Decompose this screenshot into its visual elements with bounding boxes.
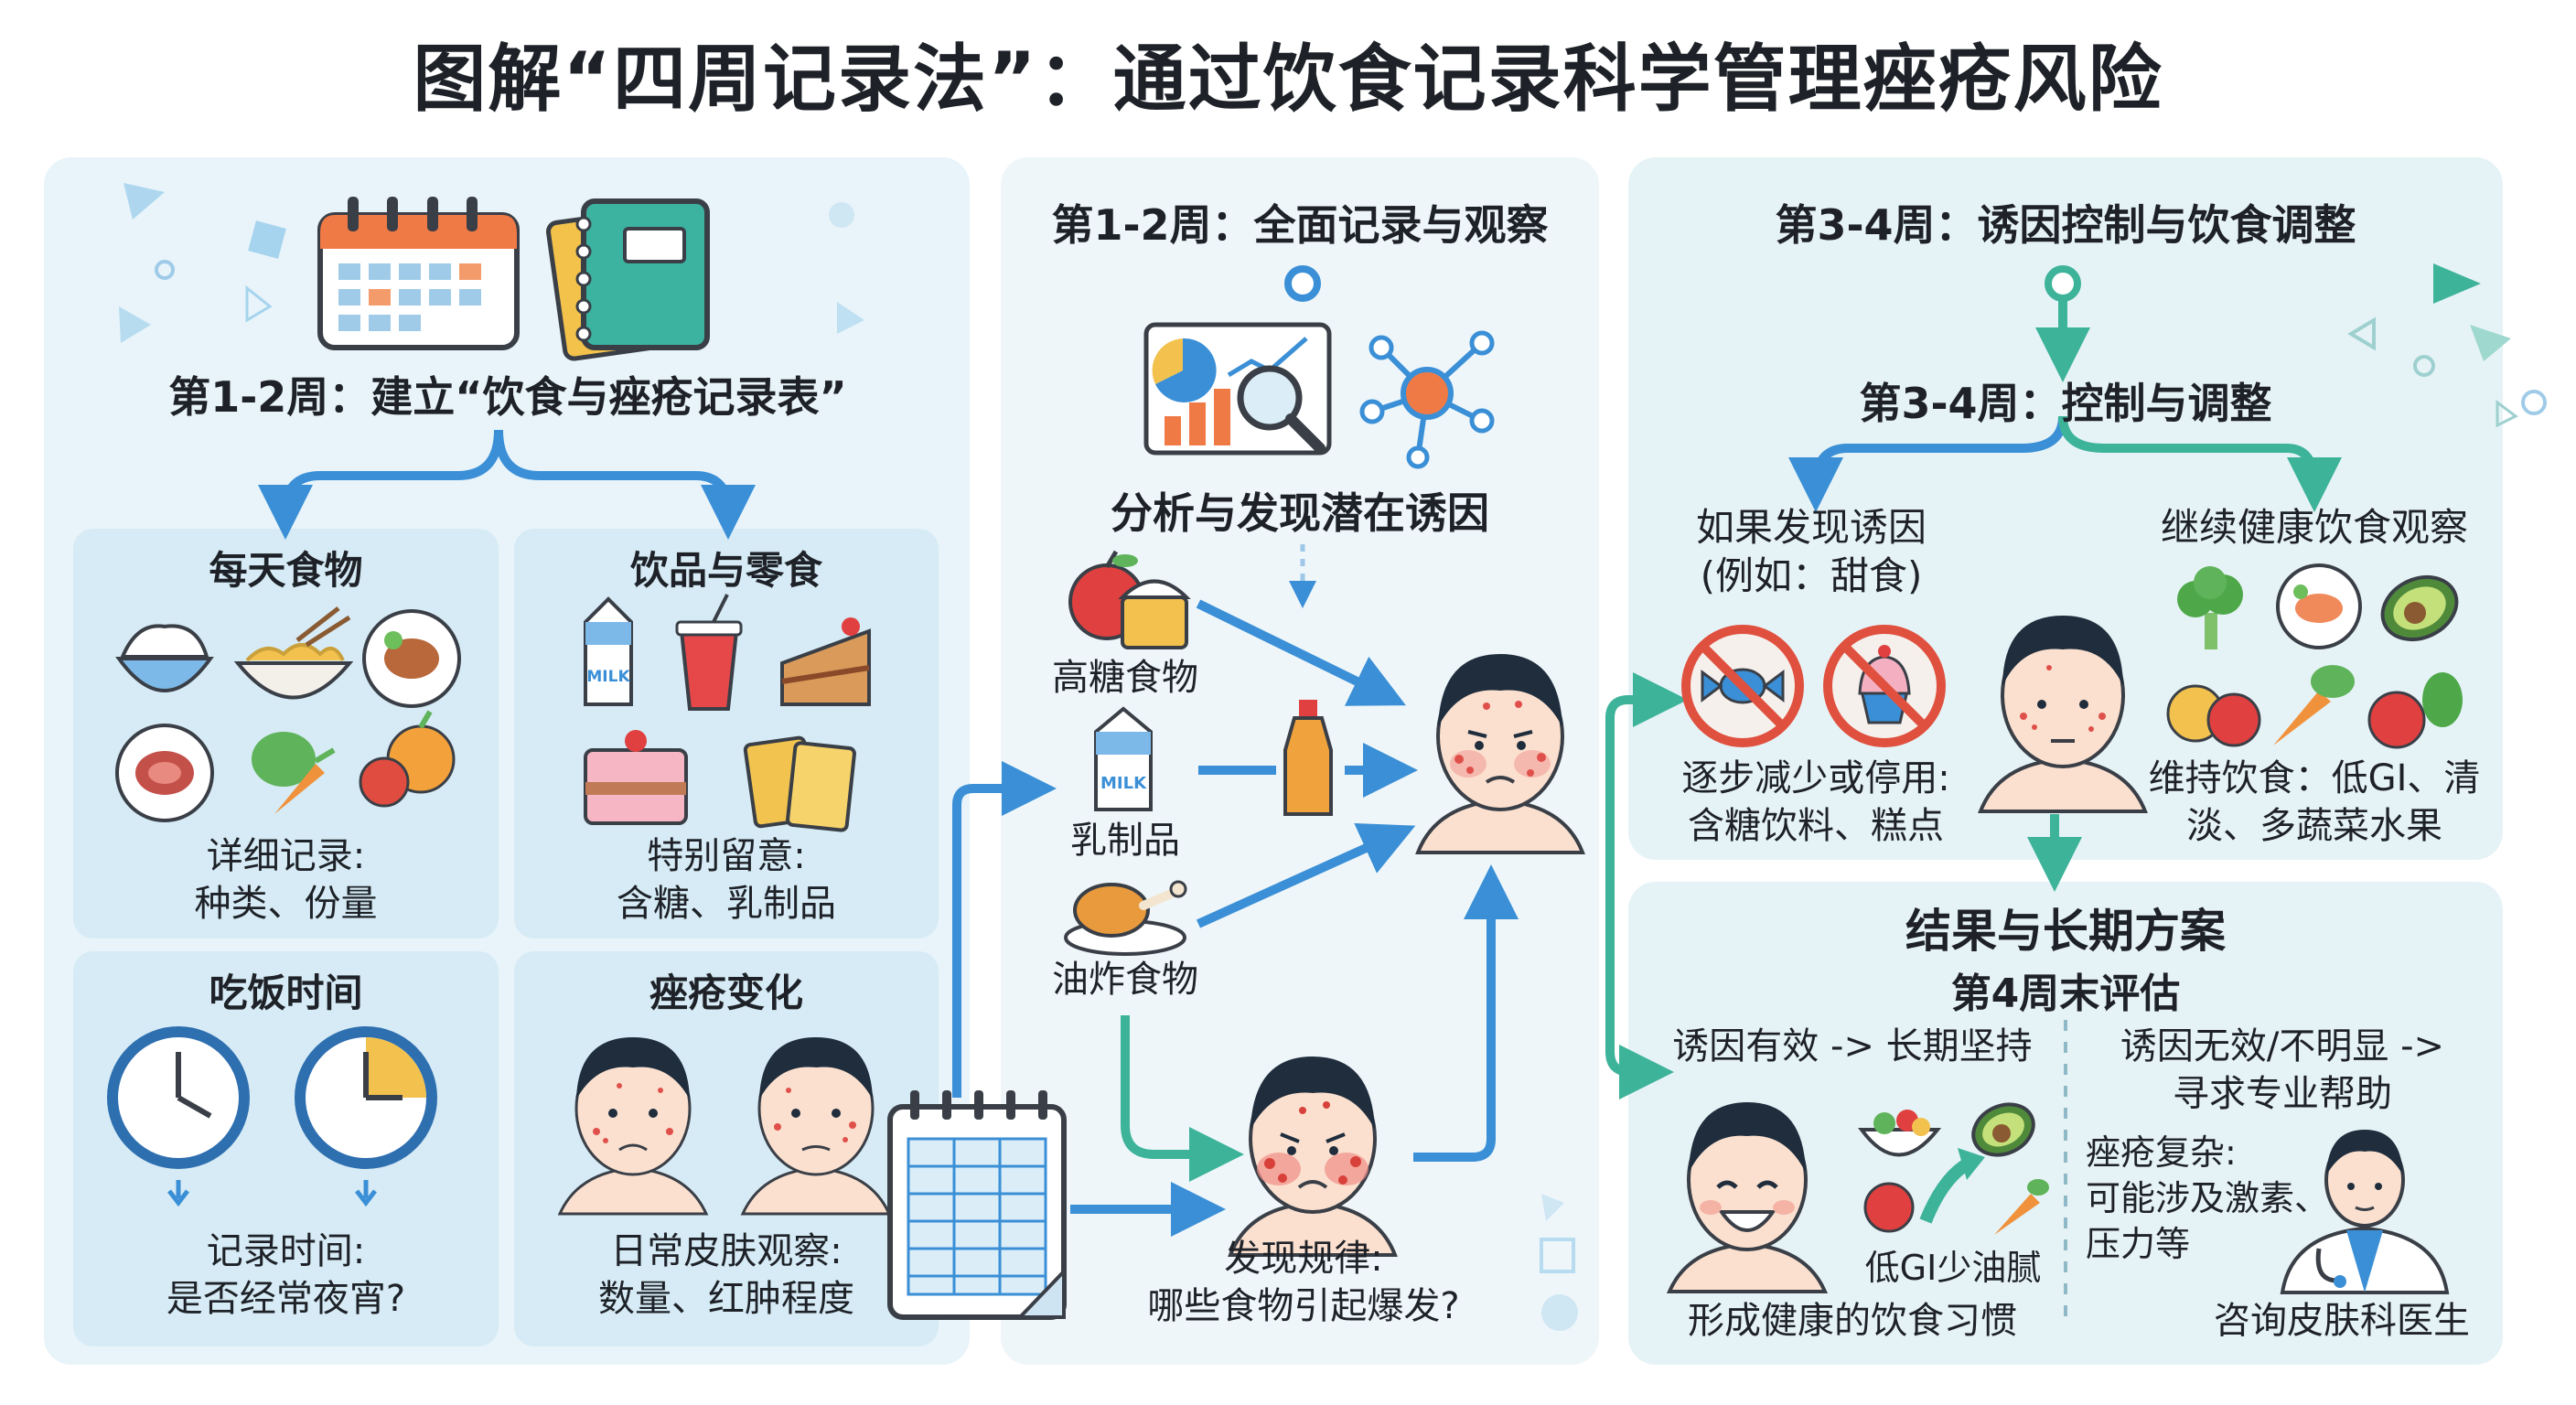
effective-text: 诱因有效 -> 长期坚持 (1672, 1025, 2033, 1067)
branch-a-line-1: 如果发现诱因 (1695, 505, 1927, 550)
meal-time-title: 吃饭时间 (209, 971, 363, 1015)
happy-face-icon (1666, 1102, 1829, 1293)
avocado-icon-2 (1971, 1102, 2035, 1157)
face-acne-icon-2 (740, 1037, 892, 1216)
food-label-sugar: 高糖食物 (1052, 657, 1198, 699)
decorative-shapes-left-2 (829, 202, 864, 334)
milk-label-2: MILK (1100, 774, 1147, 793)
middle-heading: 第1-2周：全面记录与观察 (1051, 200, 1549, 250)
food-label-dairy: 乳制品 (1070, 820, 1180, 862)
carrot-icon (1994, 1179, 2049, 1235)
drinks-snacks-icons: MILK (584, 594, 871, 832)
sugar-food-icon (1068, 550, 1191, 649)
carrot-greens-icon (2273, 665, 2355, 745)
daily-food-title: 每天食物 (209, 548, 363, 593)
complex-line-3: 压力等 (2086, 1224, 2191, 1264)
chicken-plate-icon (362, 609, 461, 708)
habit-text: 形成健康的饮食习惯 (1688, 1300, 2017, 1342)
ban-sweets-icons (1681, 625, 1946, 747)
daily-food-note-2: 种类、份量 (194, 883, 378, 925)
record-sheet-icon (887, 1090, 1067, 1320)
acne-faces-icons (557, 1037, 892, 1216)
acne-change-note-1: 日常皮肤观察: (610, 1230, 843, 1272)
food-label-fried: 油炸食物 (1052, 959, 1198, 1001)
calendar-icon (317, 197, 520, 350)
face-acne-icon-1 (557, 1037, 709, 1216)
steak-plate-icon (115, 724, 214, 822)
complex-line-2: 可能涉及激素、 (2086, 1178, 2330, 1218)
strawberry-cake-icon (584, 730, 688, 825)
page-title: 图解“四周记录法”：通过饮食记录科学管理痤疮风险 (413, 37, 2163, 122)
meal-time-note-2: 是否经常夜宵? (166, 1278, 406, 1320)
clock-icon-1 (107, 1026, 250, 1169)
fruits-icon (359, 710, 456, 808)
fruit-mix-icon (2166, 684, 2261, 747)
doctor-icon (2280, 1130, 2450, 1294)
daily-food-note-1: 详细记录: (206, 835, 366, 877)
salmon-plate-icon (2276, 563, 2362, 649)
acne-face-icon-right (1978, 616, 2148, 813)
pattern-note-1: 发现规律: (1224, 1238, 1383, 1280)
branch-b-title: 继续健康饮食观察 (2160, 505, 2468, 550)
doctor-text: 咨询皮肤科医生 (2214, 1300, 2470, 1342)
branch-a-line-2: (例如：甜食) (1700, 553, 1923, 598)
results-sub-heading: 第4周末评估 (1950, 971, 2181, 1017)
branch-b-note-2: 淡、多蔬菜水果 (2186, 805, 2442, 847)
ineffective-line-2: 寻求专业帮助 (2173, 1073, 2392, 1115)
acne-face-icon-large (1415, 654, 1585, 854)
right-sub-heading: 第3-4周：控制与调整 (1859, 379, 2272, 428)
decorative-shapes-left (119, 183, 286, 343)
low-gi-food-icons (1858, 1102, 2049, 1235)
complex-line-1: 痤疮复杂: (2086, 1132, 2237, 1173)
acne-change-title: 痤疮变化 (649, 971, 803, 1015)
avocado-icon (2380, 574, 2459, 642)
vegetables-icon (252, 732, 336, 814)
network-icon (1359, 330, 1495, 469)
sauce-bottle-icon (1283, 700, 1333, 816)
drinks-note-1: 特别留意: (647, 835, 806, 877)
branch-a-note-1: 逐步减少或停用: (1681, 757, 1950, 799)
acne-face-icon-bottom (1228, 1056, 1398, 1257)
low-gi-label: 低GI少油腻 (1864, 1248, 2042, 1288)
daily-food-icons (115, 606, 461, 822)
drinks-note-2: 含糖、乳制品 (617, 883, 836, 925)
rice-bowl-icon (115, 624, 214, 692)
soda-cup-icon (675, 594, 743, 711)
meal-time-note-1: 记录时间: (206, 1230, 366, 1272)
acne-change-note-2: 数量、红肿程度 (598, 1278, 854, 1320)
drinks-title: 饮品与零食 (629, 548, 822, 593)
notebook-icon (545, 198, 710, 361)
no-candy-icon (1681, 625, 1804, 747)
chips-bag-icon (743, 735, 856, 832)
clock-icons (107, 1026, 437, 1207)
milk-carton-icon: MILK (584, 596, 633, 706)
apple-leaf-icon (2367, 672, 2463, 749)
analysis-chart-icon (1143, 322, 1332, 456)
stethoscope-icon (2315, 1248, 2338, 1283)
apple-icon (1863, 1182, 1915, 1233)
milk-label-1: MILK (586, 668, 630, 686)
fried-chicken-icon (1064, 880, 1187, 956)
pattern-note-2: 哪些食物引起爆发? (1147, 1285, 1460, 1327)
ineffective-line-1: 诱因无效/不明显 -> (2120, 1025, 2445, 1067)
cake-slice-icon (780, 617, 871, 706)
healthy-food-icons (2166, 563, 2463, 749)
clock-icon-2 (295, 1026, 437, 1169)
branch-b-note-1: 维持饮食：低GI、清 (2148, 757, 2481, 799)
salad-bowl-icon (1858, 1110, 1942, 1157)
noodle-bowl-icon (233, 606, 354, 700)
decorative-shapes-bottom (1540, 1194, 1578, 1331)
milk-carton-icon-2: MILK (1094, 706, 1153, 811)
branch-a-note-2: 含糖饮料、糕点 (1688, 805, 1944, 847)
results-heading: 结果与长期方案 (1905, 905, 2226, 958)
broccoli-icon (2177, 566, 2243, 649)
analysis-title: 分析与发现潜在诱因 (1111, 488, 1489, 538)
card-acne-change (514, 951, 939, 1346)
no-cupcake-icon (1823, 625, 1946, 747)
left-heading: 第1-2周：建立“饮食与痤疮记录表” (168, 372, 847, 422)
decorative-shapes-right (2347, 316, 2547, 428)
right-heading: 第3-4周：诱因控制与饮食调整 (1775, 200, 2356, 250)
